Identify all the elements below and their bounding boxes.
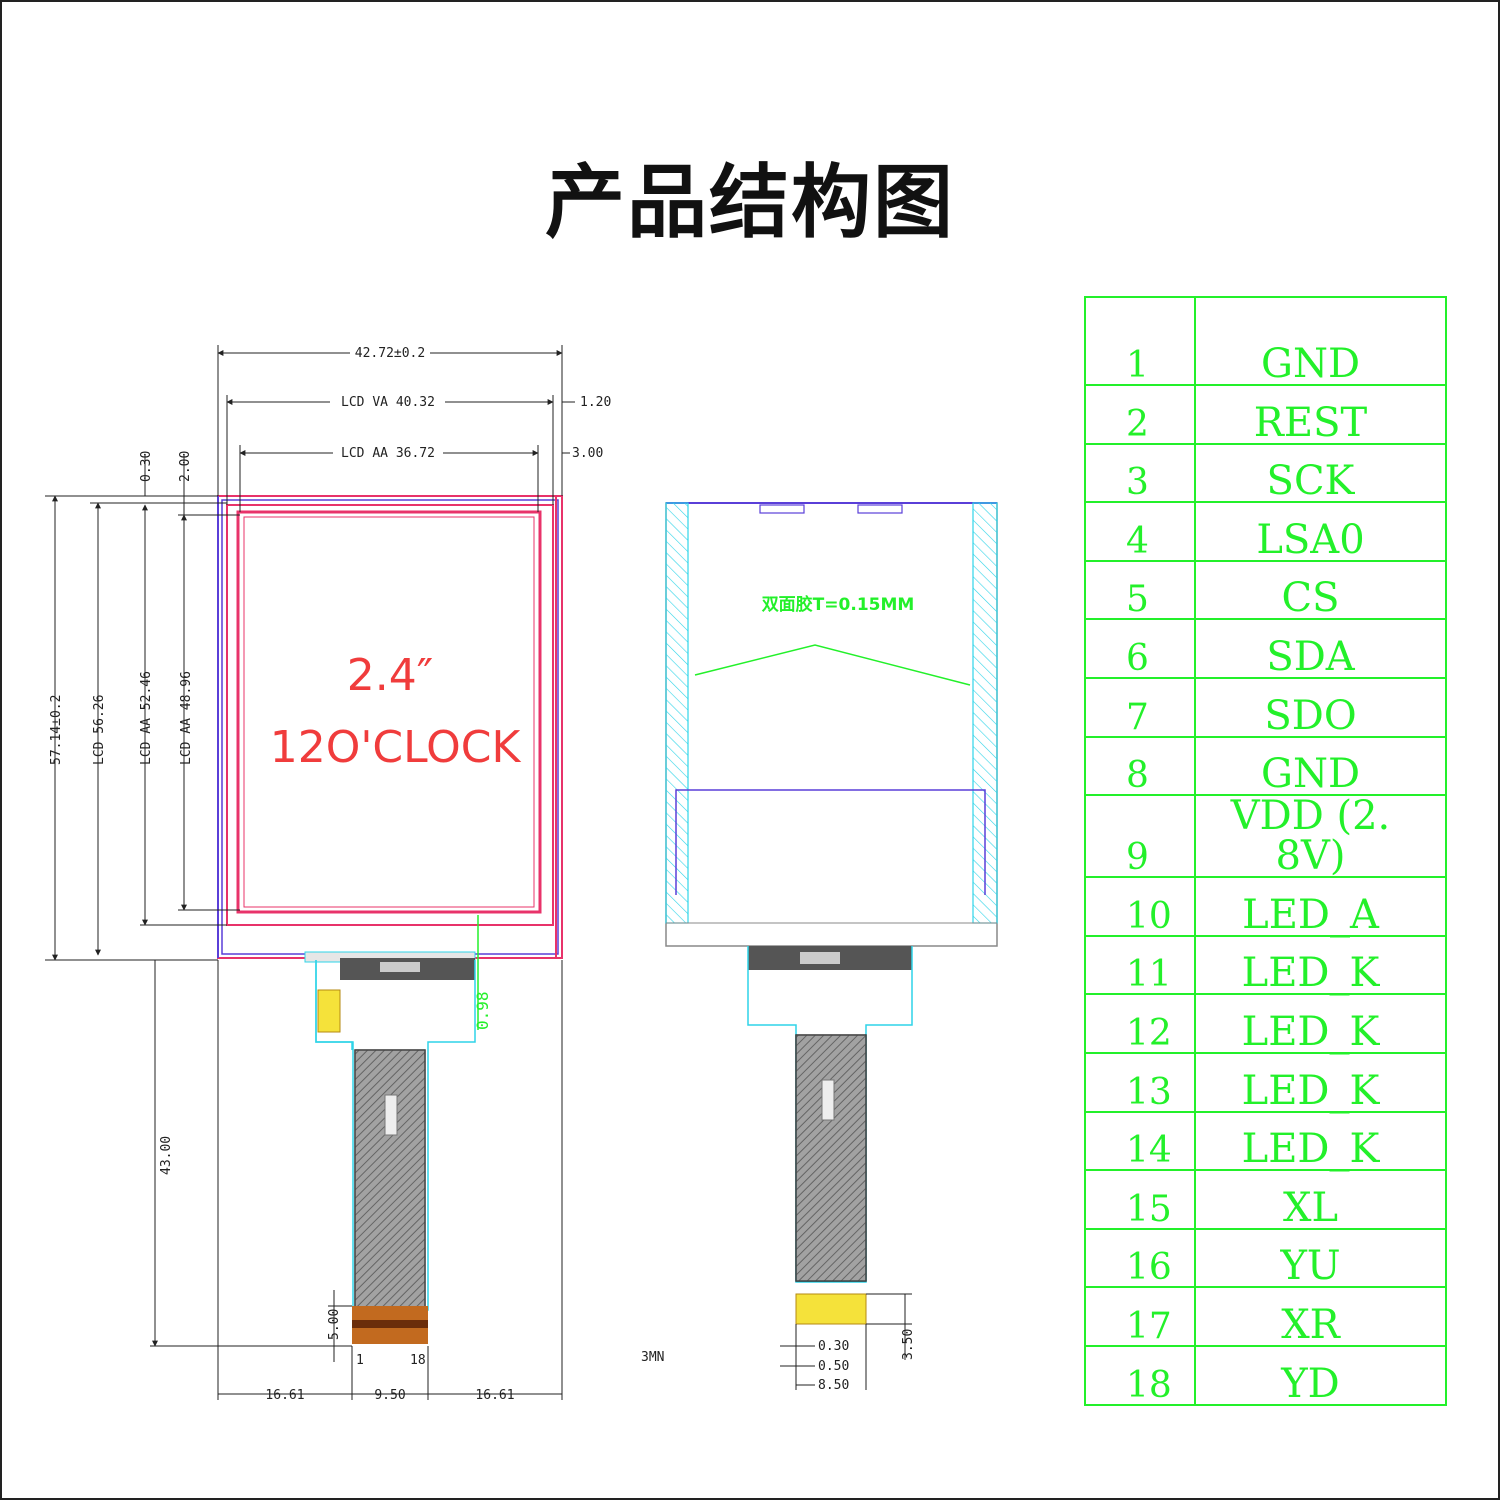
pin-number: 14 <box>1084 1110 1196 1172</box>
pin-signal: LSA0 <box>1194 501 1447 562</box>
pin-signal: XL <box>1194 1169 1447 1230</box>
pin-signal: SDA <box>1194 618 1447 679</box>
pin-signal: CS <box>1194 559 1447 621</box>
side-pitch-2: 0.50 <box>818 1359 849 1374</box>
pin-signal: LED_K <box>1194 1110 1447 1172</box>
pin-signal: GND <box>1194 296 1447 386</box>
lcd-height-dim: LCD 56.26 <box>92 695 107 765</box>
fpc-pin-first: 1 <box>356 1353 364 1368</box>
fpc-gap-dim: 0.98 <box>473 991 492 1030</box>
view-direction-label: 12O'CLOCK <box>270 722 522 773</box>
pin-number: 5 <box>1084 559 1196 621</box>
pin-number: 15 <box>1084 1169 1196 1230</box>
pin-number: 3 <box>1084 442 1196 504</box>
bottom-center-dim: 9.50 <box>374 1388 405 1403</box>
side-pitch-1: 0.30 <box>818 1339 849 1354</box>
pin-number: 10 <box>1084 876 1196 937</box>
outline-height-dim: 57.14±0.2 <box>49 695 64 765</box>
pin-signal: XR <box>1194 1286 1447 1347</box>
pin-signal: REST <box>1194 384 1447 445</box>
pin-number: 1 <box>1084 296 1196 386</box>
pin-signal: GND <box>1194 735 1447 797</box>
pin-number: 18 <box>1084 1344 1196 1406</box>
back-view: 双面胶T=0.15MM 3.50 0.30 0.50 8.50 3MN <box>641 502 998 1393</box>
pin-signal: LED_K <box>1194 1051 1447 1113</box>
outline-width-dim: 42.72±0.2 <box>355 346 425 361</box>
pin-number: 12 <box>1084 993 1196 1054</box>
pin-signal: LED_A <box>1194 876 1447 937</box>
pin-signal: YU <box>1194 1227 1447 1289</box>
left-adhesive-strip <box>665 502 689 924</box>
lcd-aa-height-dim: LCD AA 48.96 <box>179 671 194 765</box>
lcd-va-outline <box>226 504 554 926</box>
lcd-aa-outline <box>236 510 542 914</box>
front-view: 2.4″ 12O'CLOCK 1 18 0.98 42.72±0.2 LCD V… <box>45 344 611 1403</box>
bottom-right-dim: 16.61 <box>475 1388 514 1403</box>
pin-signal: YD <box>1194 1344 1447 1406</box>
pin-signal: SCK <box>1194 442 1447 504</box>
fpc-pin-last: 18 <box>410 1353 426 1368</box>
back-outline <box>665 502 998 947</box>
adhesive-note: 双面胶T=0.15MM <box>762 594 915 615</box>
pin-signal: LED_K <box>1194 993 1447 1054</box>
backlight-outline <box>675 789 986 895</box>
bottom-left-dim: 16.61 <box>265 1388 304 1403</box>
pin-number: 6 <box>1084 618 1196 679</box>
fpc-length-dim: 43.00 <box>159 1136 174 1175</box>
page-title: 产品结构图 <box>545 156 955 249</box>
pin-number: 9 <box>1084 794 1196 879</box>
top-margin-2-dim: 2.00 <box>178 451 193 482</box>
pin-number: 16 <box>1084 1227 1196 1289</box>
pin-number: 4 <box>1084 501 1196 562</box>
pin-number: 2 <box>1084 384 1196 445</box>
back-stiffener <box>795 1293 867 1325</box>
side-tail-dim: 3.50 <box>901 1329 916 1360</box>
screen-size-label: 2.4″ <box>347 650 433 701</box>
pin-signal: SDO <box>1194 676 1447 738</box>
right-margin-aa-dim: 3.00 <box>572 446 603 461</box>
lcd-aa-width-dim: LCD AA 36.72 <box>341 446 435 461</box>
fpc-component <box>317 989 341 1033</box>
right-margin-va-dim: 1.20 <box>580 395 611 410</box>
pin-number: 7 <box>1084 676 1196 738</box>
pin-number: 11 <box>1084 934 1196 996</box>
lcd-aa-inner <box>243 516 535 908</box>
side-pitch-3: 8.50 <box>818 1378 849 1393</box>
pin-signal: VDD (2. 8V) <box>1194 794 1447 879</box>
pin-number: 8 <box>1084 735 1196 797</box>
top-margin-1-dim: 0.30 <box>139 451 154 482</box>
lcd-va-height-dim: LCD AA 52.46 <box>139 671 154 765</box>
pin-number: 13 <box>1084 1051 1196 1113</box>
lcd-va-width-dim: LCD VA 40.32 <box>341 395 435 410</box>
reference-mark: 3MN <box>641 1350 664 1365</box>
pin-signal: LED_K <box>1194 934 1447 996</box>
pin-number: 17 <box>1084 1286 1196 1347</box>
fpc-end-dim: 5.00 <box>327 1309 342 1340</box>
